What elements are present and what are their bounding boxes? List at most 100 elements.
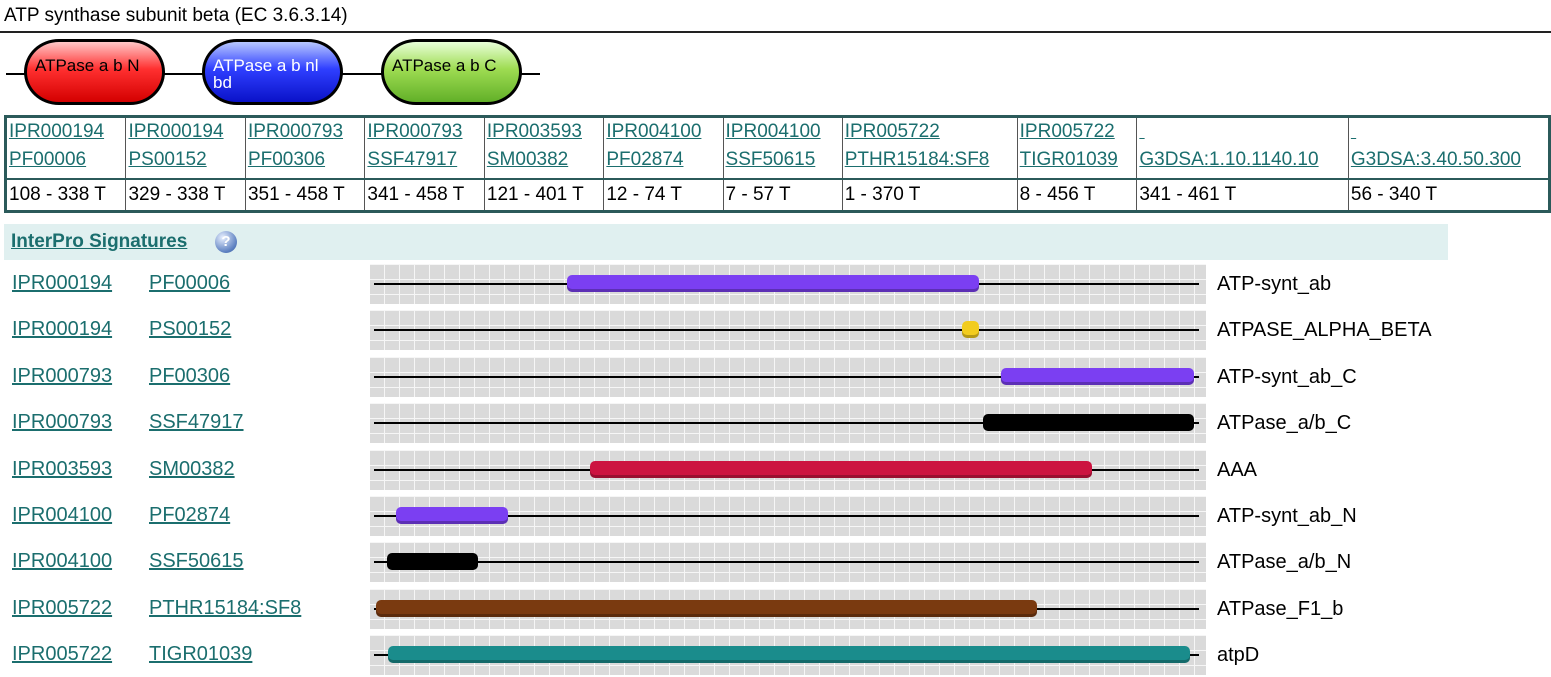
interpro-id-link[interactable]: IPR000194 xyxy=(9,121,105,142)
interpro-id-link[interactable]: IPR000793 xyxy=(367,121,463,142)
match-track xyxy=(370,635,1206,676)
match-range-cell: 351 - 458 T xyxy=(244,178,366,212)
help-icon[interactable]: ? xyxy=(215,231,237,253)
match-track xyxy=(370,356,1206,397)
match-range-cell: 341 - 458 T xyxy=(364,178,485,212)
match-track xyxy=(370,449,1206,490)
signature-name: atpD xyxy=(1217,644,1260,667)
interpro-id-link[interactable]: IPR005722 xyxy=(12,596,113,619)
member-db-id-link[interactable]: PF00306 xyxy=(247,149,326,170)
interpro-id-link[interactable]: IPR000793 xyxy=(12,411,113,434)
domain-pill-atpase-ab-c[interactable]: ATPase a b C xyxy=(381,39,522,105)
signature-row: IPR000793 PF00306 ATP-synt_ab_C xyxy=(0,356,1551,397)
member-db-id-link[interactable]: PF00006 xyxy=(9,149,87,170)
match-range-cell: 341 - 461 T xyxy=(1136,178,1349,212)
interpro-id-link[interactable]: IPR003593 xyxy=(12,457,113,480)
match-bar[interactable] xyxy=(1000,367,1194,385)
match-range-cell: 108 - 338 T xyxy=(4,178,127,212)
match-bar[interactable] xyxy=(376,599,1037,617)
match-bar[interactable] xyxy=(590,460,1092,478)
match-id-cell: G3DSA:3.40.50.300 xyxy=(1347,116,1551,180)
interpro-id-link[interactable]: IPR005722 xyxy=(1019,121,1115,142)
member-db-id-link[interactable]: SSF50615 xyxy=(725,149,816,170)
signature-name: ATPase_a/b_C xyxy=(1217,412,1352,435)
member-db-id-link[interactable]: SSF47917 xyxy=(149,411,244,434)
match-id-cell: G3DSA:1.10.1140.10 xyxy=(1136,116,1349,180)
signature-name: ATP-synt_ab_N xyxy=(1217,505,1357,527)
match-track xyxy=(370,542,1206,583)
member-db-id-link[interactable]: TIGR01039 xyxy=(149,643,253,666)
interpro-id-link[interactable]: IPR004100 xyxy=(725,121,821,142)
interpro-id-link[interactable]: IPR004100 xyxy=(12,550,113,573)
domain-pill-atpase-ab-n[interactable]: ATPase a b N xyxy=(24,39,165,105)
member-db-id-link[interactable]: SM00382 xyxy=(486,149,569,170)
match-range-cell: 8 - 456 T xyxy=(1016,178,1138,212)
match-bar[interactable] xyxy=(395,507,509,524)
domain-pill-label: ATPase a b N xyxy=(35,56,140,75)
member-db-id-link[interactable]: SSF50615 xyxy=(149,550,244,573)
signature-row: IPR005722 PTHR15184:SF8 ATPase_F1_b xyxy=(0,588,1551,629)
signatures-title-link[interactable]: InterPro Signatures xyxy=(11,231,188,252)
match-range-cell: 329 - 338 T xyxy=(125,178,246,212)
signatures-header: InterPro Signatures ? xyxy=(4,224,1448,260)
sequence-line xyxy=(374,375,1199,378)
match-bar[interactable] xyxy=(388,646,1191,664)
signature-name: ATP-synt_ab_C xyxy=(1217,365,1357,388)
match-bar[interactable] xyxy=(386,553,478,571)
interpro-id-link[interactable]: IPR000793 xyxy=(12,364,113,387)
match-bar[interactable] xyxy=(567,275,980,292)
member-db-id-link[interactable]: SSF47917 xyxy=(367,149,458,170)
member-db-id-link[interactable]: PS00152 xyxy=(149,318,232,341)
member-db-id-link[interactable]: SM00382 xyxy=(149,457,235,480)
match-track xyxy=(370,264,1206,304)
sequence-line xyxy=(374,329,1199,332)
domain-pill-atpase-ab-nbd[interactable]: ATPase a b nl bd xyxy=(202,39,343,105)
interpro-id-link[interactable]: IPR000194 xyxy=(128,121,224,142)
match-track xyxy=(370,496,1206,536)
match-bar[interactable] xyxy=(982,414,1194,432)
signature-row: IPR000793 SSF47917 ATPase_a/b_C xyxy=(0,403,1551,444)
member-db-id-link[interactable]: TIGR01039 xyxy=(1019,149,1118,170)
signature-name: AAA xyxy=(1217,458,1258,481)
member-db-id-link[interactable]: G3DSA:1.10.1140.10 xyxy=(1139,149,1319,170)
member-db-id-link[interactable]: PF02874 xyxy=(606,149,684,170)
member-db-id-link[interactable]: G3DSA:3.40.50.300 xyxy=(1350,149,1521,170)
interpro-id-link[interactable]: IPR000194 xyxy=(12,272,113,294)
member-db-id-link[interactable]: PF02874 xyxy=(149,504,231,526)
page-title: ATP synthase subunit beta (EC 3.6.3.14) xyxy=(4,5,348,26)
interpro-id-link[interactable]: IPR004100 xyxy=(12,504,113,526)
signature-row: IPR004100 PF02874 ATP-synt_ab_N xyxy=(0,496,1551,536)
interpro-id-link xyxy=(1351,118,1546,146)
interpro-id-link[interactable]: IPR004100 xyxy=(606,121,702,142)
domain-pill-label: ATPase a b nl bd xyxy=(213,56,319,92)
interpro-id-link[interactable]: IPR000793 xyxy=(247,121,344,142)
member-db-id-link[interactable]: PF00306 xyxy=(149,364,231,387)
match-bar[interactable] xyxy=(961,321,980,339)
member-db-id-link[interactable]: PF00006 xyxy=(149,272,231,294)
signature-name: ATPase_F1_b xyxy=(1217,597,1344,620)
interpro-id-link xyxy=(1139,118,1346,146)
interpro-id-link[interactable]: IPR005722 xyxy=(12,643,113,666)
match-track xyxy=(370,310,1206,351)
member-db-id-link[interactable]: PTHR15184:SF8 xyxy=(149,596,302,619)
domain-architecture: ATPase a b N ATPase a b nl bd ATPase a b… xyxy=(0,36,560,112)
member-db-id-link[interactable]: PTHR15184:SF8 xyxy=(844,149,990,170)
sequence-line xyxy=(374,422,1199,425)
signature-name: ATPASE_ALPHA_BETA xyxy=(1217,319,1432,342)
interpro-id-link[interactable]: IPR000194 xyxy=(12,318,113,341)
sequence-line xyxy=(374,515,1199,517)
interpro-id-link[interactable]: IPR003593 xyxy=(486,121,582,142)
member-db-id-link[interactable]: PS00152 xyxy=(128,149,207,170)
interpro-id-link[interactable]: IPR005722 xyxy=(844,121,940,142)
